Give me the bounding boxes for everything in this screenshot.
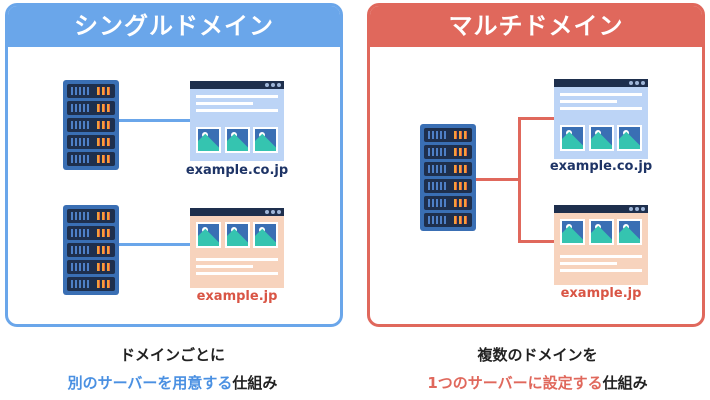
connection-line <box>119 119 190 122</box>
caption-highlight: 1つのサーバーに設定する <box>427 374 603 392</box>
caption-line: ドメインごとに <box>119 346 225 364</box>
browser-window-icon <box>190 81 284 161</box>
caption-line: 複数のドメインを <box>477 346 598 364</box>
domain-label: example.jp <box>196 289 278 304</box>
image-icon <box>224 127 250 153</box>
image-icon <box>617 125 642 151</box>
single-domain-caption: ドメインごとに 別のサーバーを用意する仕組み <box>0 341 345 397</box>
server-icon <box>63 205 119 295</box>
image-icon <box>617 219 642 245</box>
image-icon <box>196 127 221 153</box>
single-domain-panel: シングルドメイン <box>5 3 343 327</box>
browser-window-icon <box>554 205 648 285</box>
image-icon <box>560 125 585 151</box>
connection-line <box>518 240 554 243</box>
image-icon <box>224 222 250 248</box>
browser-window-icon <box>554 79 648 159</box>
single-domain-title: シングルドメイン <box>8 6 340 47</box>
domain-label: example.co.jp <box>185 163 289 178</box>
caption-line: 1つのサーバーに設定する仕組み <box>365 369 710 397</box>
caption-tail: 仕組み <box>232 374 278 392</box>
multi-domain-title: マルチドメイン <box>370 6 702 47</box>
image-icon <box>560 219 585 245</box>
image-icon <box>588 219 614 245</box>
image-icon <box>588 125 614 151</box>
domain-label: example.jp <box>560 286 642 301</box>
domain-label: example.co.jp <box>549 159 653 174</box>
image-icon <box>253 222 278 248</box>
server-icon <box>420 124 476 231</box>
multi-domain-caption: 複数のドメインを 1つのサーバーに設定する仕組み <box>365 341 710 397</box>
connection-line <box>476 178 520 181</box>
connection-line <box>518 117 554 120</box>
browser-window-icon <box>190 208 284 288</box>
caption-tail: 仕組み <box>602 374 648 392</box>
caption-line: 別のサーバーを用意する仕組み <box>0 369 345 397</box>
image-icon <box>253 127 278 153</box>
multi-domain-panel: マルチドメイン <box>367 3 705 327</box>
caption-highlight: 別のサーバーを用意する <box>67 374 233 392</box>
connection-line <box>518 117 521 243</box>
server-icon <box>63 80 119 170</box>
image-icon <box>196 222 221 248</box>
connection-line <box>119 243 190 246</box>
